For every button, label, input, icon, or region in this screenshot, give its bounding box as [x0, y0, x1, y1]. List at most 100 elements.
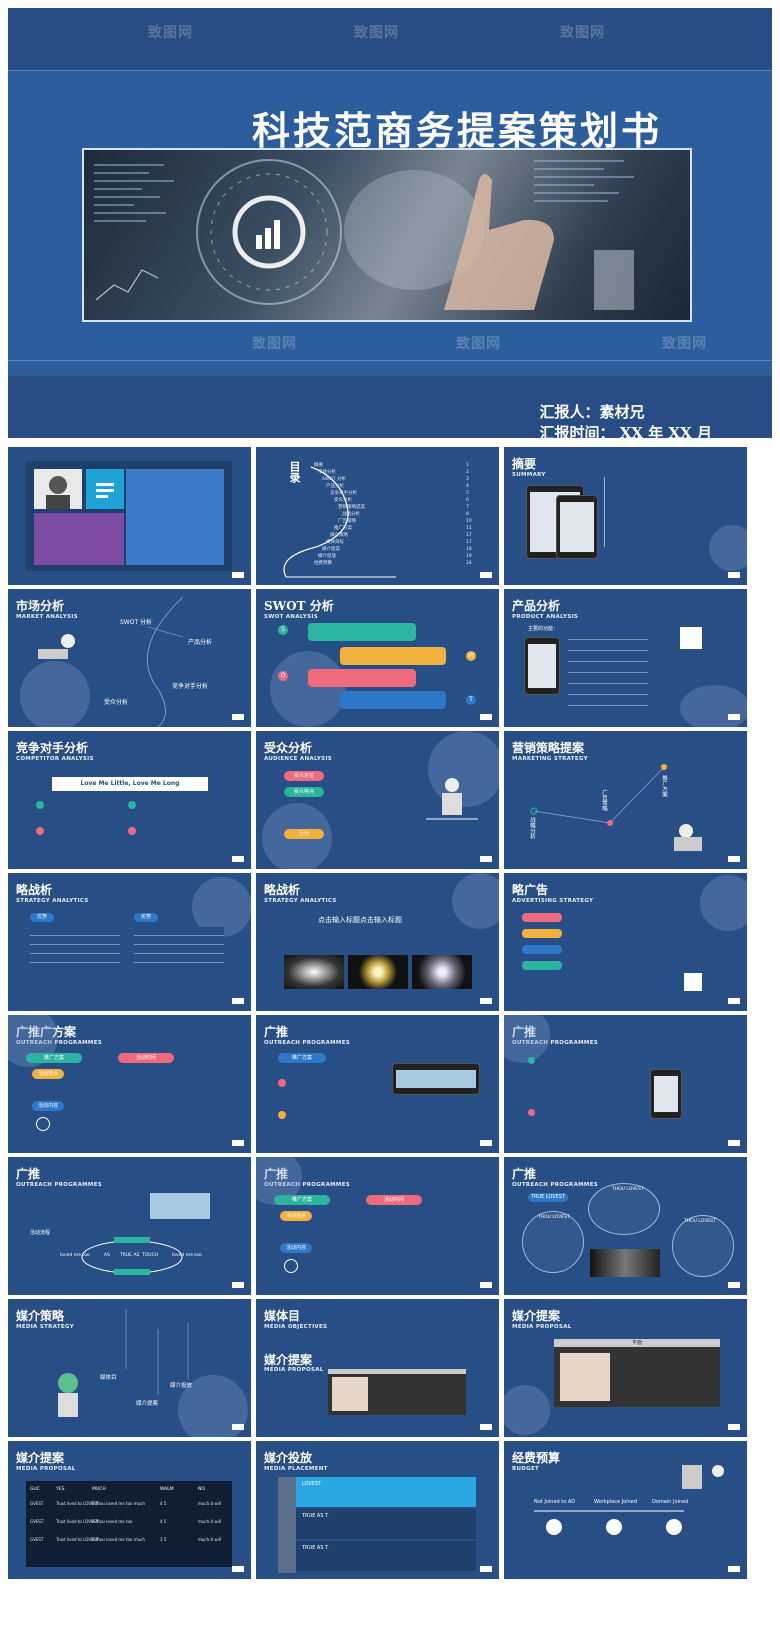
slide-strategy-2[interactable]: 略战析 STRATEGY ANALYTICS 点击输入标题点击输入标题 [256, 873, 499, 1011]
slide-media-strategy[interactable]: 媒介策略 MEDIA STRATEGY 媒体目 媒介投放 媒介提案 [8, 1299, 251, 1437]
slide-thumbnail[interactable] [8, 447, 251, 585]
watermark: 致图网 [560, 25, 605, 41]
marketing-lines [530, 764, 702, 851]
page-indicator [232, 1566, 244, 1572]
slide-media-placement[interactable]: 媒介投放 MEDIA PLACEMENT LOVEST TRUE AS T TR… [256, 1441, 499, 1579]
slide-title: 媒体目 [264, 1309, 301, 1323]
slide-outreach-6[interactable]: 广推 OUTREACH PROGRAMMES TRUE LOVEST THOU … [504, 1157, 747, 1295]
table-cell: If thou loved me too much [92, 1537, 145, 1542]
toc-item[interactable]: 市场分析 [318, 470, 336, 475]
slide-outreach-3[interactable]: 广推 OUTREACH PROGRAMMES [504, 1015, 747, 1153]
slide-swot[interactable]: SWOT 分析 SWOT ANALYSIS S W O T [256, 589, 499, 727]
slide-media-objectives[interactable]: 媒体目 MEDIA OBJECTIVES 媒介提案 MEDIA PROPOSAL [256, 1299, 499, 1437]
slide-subtitle: ADVERTISING STRATEGY [512, 898, 594, 904]
outreach-pill: 活动内容 [32, 1101, 64, 1111]
toc-item[interactable]: SWOT 分析 [322, 477, 347, 482]
toc-item[interactable]: 战略分析 [342, 512, 360, 517]
slide-subtitle: OUTREACH PROGRAMMES [512, 1182, 599, 1188]
table-cell: much.it will [198, 1519, 221, 1524]
slide-outreach-1[interactable]: 广推广方案 OUTREACH PROGRAMMES 推广方案 活动时间 活动地点… [8, 1015, 251, 1153]
phone-image [650, 1069, 682, 1119]
toc-item[interactable]: 竞争对手分析 [330, 491, 357, 496]
slide-title: 广推广方案 [16, 1025, 77, 1039]
strategy-heading: 点击输入标题点击输入标题 [318, 916, 402, 924]
circle-label: THOU LOVEST [612, 1187, 644, 1192]
cover-title: 科技范商务提案策划书 [251, 108, 662, 153]
table-cell: Trust lived to LOVEST [56, 1519, 99, 1524]
deco-circle [680, 685, 747, 727]
table-cell: GVEST [30, 1501, 44, 1506]
slide-title: 略战析 [264, 883, 301, 897]
toc-title: 目录 [288, 461, 301, 483]
outreach-pill: 推广方案 [278, 1053, 326, 1063]
toc-page-number: 2 [466, 470, 469, 475]
toc-item[interactable]: 受众分析 [334, 498, 352, 503]
slide-budget[interactable]: 经费预算 BUDGET Not Joined to AD Workplace J… [504, 1441, 747, 1579]
toc-curve [283, 466, 396, 578]
slide-title-2: 媒介提案 [264, 1353, 313, 1367]
toc-item[interactable]: 媒介策略 [330, 533, 348, 538]
page-indicator [232, 998, 244, 1004]
list-dot [278, 1111, 286, 1119]
outreach-pill: 活动内容 [280, 1243, 312, 1253]
audience-figure [426, 778, 478, 820]
slide-subtitle: SWOT ANALYSIS [264, 614, 318, 620]
slide-subtitle: MEDIA STRATEGY [16, 1324, 74, 1330]
page-indicator [728, 856, 740, 862]
table-cell: GVEST [30, 1537, 44, 1542]
toc-item[interactable]: 概要 [314, 463, 323, 468]
window-title: 平面 [554, 1339, 720, 1347]
toc-item[interactable]: 媒体目标 [326, 540, 344, 545]
slide-competitor[interactable]: 竞争对手分析 COMPETITOR ANALYSIS Love Me Littl… [8, 731, 251, 869]
table-cell: If thou loved me too [92, 1519, 133, 1524]
deco-circle [504, 1385, 550, 1435]
market-lines [38, 596, 184, 727]
slide-market-analysis[interactable]: 市场分析 MARKET ANALYSIS SWOT 分析 产品分析 竞争对手分析… [8, 589, 251, 727]
slide-outreach-4[interactable]: 广推 OUTREACH PROGRAMMES 活动流程 loved me too… [8, 1157, 251, 1295]
flow-word: loved me too [60, 1253, 90, 1258]
toc-item[interactable]: 营销策略提案 [338, 505, 365, 510]
table-cell: Trust lived to LOVEST [56, 1537, 99, 1542]
toc-item[interactable]: 产品分析 [326, 484, 344, 489]
slide-advertising[interactable]: 略广告 ADVERTISING STRATEGY [504, 873, 747, 1011]
slide-strategy-1[interactable]: 略战析 STRATEGY ANALYTICS 优势 劣势 [8, 873, 251, 1011]
budget-label: Not Joined to AD [534, 1499, 576, 1505]
list-tile [86, 469, 124, 509]
slide-media-proposal[interactable]: 媒介提案 MEDIA PROPOSAL 平面 [504, 1299, 747, 1437]
toc-page-number: 4 [466, 484, 469, 489]
cover-bottom-band [8, 376, 772, 438]
slide-subtitle: OUTREACH PROGRAMMES [264, 1040, 351, 1046]
flow-word: loved me too [172, 1253, 202, 1258]
toc-item[interactable]: 媒介投放 [318, 554, 336, 559]
slide-subtitle: SUMMARY [512, 472, 546, 478]
toc-page-number: 19 [466, 554, 472, 559]
ad-bar [522, 961, 562, 970]
toc-item[interactable]: 广告策略 [338, 519, 356, 524]
swot-bar-s [308, 623, 416, 641]
toc-item[interactable]: 经费预算 [314, 561, 332, 566]
slide-marketing[interactable]: 营销策略提案 MARKETING STRATEGY 广告策略 推广方案 战略分析 [504, 731, 747, 869]
slide-summary[interactable]: 摘要 SUMMARY [504, 447, 747, 585]
flow-word: TOUCH [142, 1253, 159, 1258]
slide-audience[interactable]: 受众分析 AUDIENCE ANALYSIS 受众定位 受众特点 行为 [256, 731, 499, 869]
product-lines [568, 629, 648, 713]
photo-thumb [412, 955, 472, 989]
slide-title: 经费预算 [512, 1451, 561, 1465]
toc-item[interactable]: 媒介提案 [322, 547, 340, 552]
marketing-label: 战略分析 [529, 817, 535, 839]
slide-title: 广推 [264, 1025, 289, 1039]
slide-subtitle: OUTREACH PROGRAMMES [16, 1182, 103, 1188]
toc-page-number: 24 [466, 561, 472, 566]
slide-outreach-5[interactable]: 广推 OUTREACH PROGRAMMES 推广方案 活动时间 活动地点 活动… [256, 1157, 499, 1295]
audience-pill: 行为 [284, 829, 324, 839]
page-indicator [232, 1140, 244, 1146]
slide-outreach-2[interactable]: 广推 OUTREACH PROGRAMMES 推广方案 [256, 1015, 499, 1153]
divider [604, 477, 605, 547]
page-indicator [480, 856, 492, 862]
toc-item[interactable]: 推广方案 [334, 526, 352, 531]
cover-slide[interactable]: 科技范商务提案策划书 汇报人：素材兄 汇报时间： XX 年 XX 月 致图网 致… [8, 8, 772, 438]
slide-title: 摘要 [512, 457, 537, 471]
slide-product[interactable]: 产品分析 PRODUCT ANALYSIS 主要的功能： [504, 589, 747, 727]
